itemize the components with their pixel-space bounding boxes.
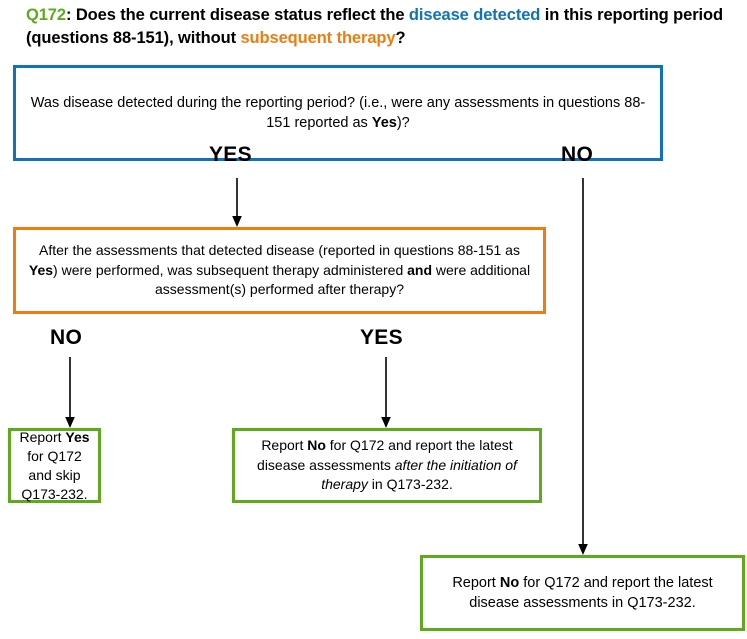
arrow-yes-to-therapy-question [232,178,242,227]
arrow-yes-to-after-therapy-outcome [381,357,391,428]
q-therapy-bold-yes: Yes [28,261,54,278]
arrow-no-to-report-yes-outcome [65,357,75,428]
outcome-box-report-yes: Report Yes for Q172 and skip Q173-232. [8,428,101,503]
decision-box-subsequent-therapy-text: After the assessments that detected dise… [24,241,535,300]
outcome-latest-seg2: for Q172 and report the latest disease a… [469,575,713,611]
outcome-latest-seg1: Report [452,575,500,591]
outcome-yes-seg2: for Q172 and skip Q173-232. [21,447,88,502]
outcome-box-report-no-latest: Report No for Q172 and report the latest… [420,555,745,631]
q-therapy-seg2: ) were performed, was subsequent therapy… [53,261,408,278]
outcome-after-seg3: in Q173-232. [367,476,453,493]
title-text-part-3: ? [395,29,406,47]
title-highlight-subsequent-therapy: subsequent therapy [240,29,396,47]
branch-label-yes-subsequent-therapy: YES [360,326,403,349]
q-detected-seg2: )? [396,115,410,131]
outcome-box-report-no-after-therapy: Report No for Q172 and report the latest… [232,428,542,503]
outcome-after-seg1: Report [261,437,308,454]
outcome-box-report-yes-text: Report Yes for Q172 and skip Q173-232. [19,428,90,504]
arrow-no-to-latest-outcome [578,178,588,555]
q-therapy-seg3: were additional assessment(s) performed … [155,261,531,298]
q-therapy-bold-and: and [407,261,433,278]
outcome-yes-seg1: Report [19,428,66,445]
title-highlight-disease-detected: disease detected [408,6,541,24]
q-detected-bold-yes: Yes [371,115,397,131]
page-title: Q172: Does the current disease status re… [26,4,726,50]
q-therapy-seg1: After the assessments that detected dise… [39,242,520,259]
outcome-after-seg2: for Q172 and report the latest disease a… [257,437,513,473]
outcome-box-report-no-after-therapy-text: Report No for Q172 and report the latest… [243,436,531,495]
branch-label-no-subsequent-therapy: NO [50,326,83,349]
title-text-part-2: in this reporting period (questions 88-1… [26,6,723,47]
outcome-after-italic: after the initiation of therapy [321,456,517,493]
branch-label-no-disease-detected: NO [561,143,594,166]
outcome-latest-bold-no: No [499,575,520,591]
decision-box-subsequent-therapy: After the assessments that detected dise… [13,227,546,314]
outcome-after-bold-no: No [307,437,326,454]
title-question-id: Q172 [26,6,66,24]
title-text-part-1: : Does the current disease status reflec… [65,6,409,24]
decision-box-disease-detected: Was disease detected during the reportin… [13,65,663,161]
decision-box-disease-detected-text: Was disease detected during the reportin… [24,93,652,133]
branch-label-yes-disease-detected: YES [209,143,252,166]
outcome-yes-bold: Yes [65,428,90,445]
q-detected-seg1: Was disease detected during the reportin… [30,95,646,131]
outcome-box-report-no-latest-text: Report No for Q172 and report the latest… [431,573,734,613]
